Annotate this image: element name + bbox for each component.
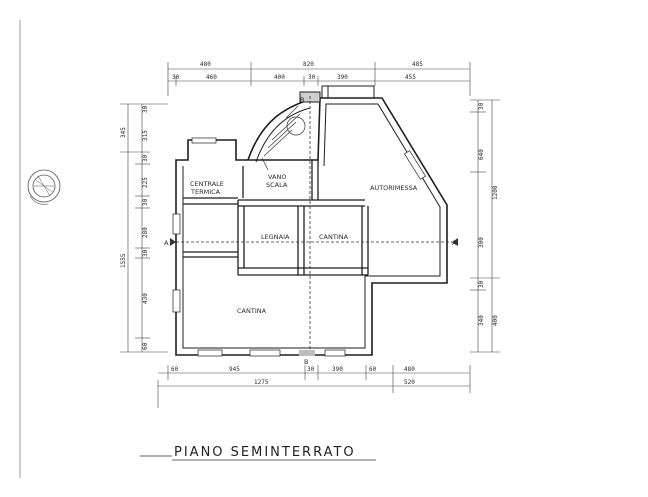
dim-bottom-4: 390 (332, 366, 343, 373)
dim-bottom-row2-1: 1275 (254, 379, 269, 386)
dim-top-row2-6: 455 (405, 74, 416, 81)
plan-title: PIANO SEMINTERRATO (174, 445, 356, 460)
entrance-porch (299, 85, 375, 103)
exterior-walls (175, 97, 448, 356)
dim-top-row2-5: 390 (337, 74, 348, 81)
dim-left-inner-4: 225 (142, 177, 149, 188)
stair-steps (261, 105, 306, 171)
dim-left-outer-2: 1555 (120, 253, 127, 268)
room-label-autorimessa: AUTORIMESSA (370, 184, 418, 192)
interior-walls (183, 160, 369, 276)
dim-right-outer-1: 1200 (492, 185, 499, 200)
dim-left-inner-1: 30 (142, 105, 149, 113)
room-label-cantina-right: CANTINA (319, 233, 349, 241)
dim-right-inner-4: 30 (478, 280, 485, 288)
stamp-seal (27, 169, 61, 205)
room-label-vano-line1: VANO (268, 173, 286, 181)
dim-bottom-6: 480 (404, 366, 415, 373)
dim-right-inner-2: 640 (478, 149, 485, 160)
section-lines (176, 96, 458, 352)
dim-top-2: 820 (303, 61, 314, 68)
section-mark-b-top: B (300, 96, 304, 104)
dim-top-row2-1: 30 (172, 74, 180, 81)
dim-left-inner-9: 60 (142, 342, 149, 350)
room-label-vano-line2: SCALA (266, 181, 288, 189)
dim-left-inner-5: 30 (142, 198, 149, 206)
dim-bottom-1: 60 (171, 366, 179, 373)
dim-top-3: 485 (412, 61, 423, 68)
dim-left-inner-3: 30 (142, 154, 149, 162)
window-openings (172, 137, 426, 357)
dim-left-inner-8: 430 (142, 293, 149, 304)
section-mark-b-bottom: B (304, 358, 308, 366)
dim-top-1: 480 (200, 61, 211, 68)
dimension-lines (120, 62, 500, 408)
dim-bottom-2: 945 (229, 366, 240, 373)
dim-top-row2-3: 400 (274, 74, 285, 81)
dim-right-inner-1: 30 (478, 102, 485, 110)
dim-left-outer-1: 345 (120, 127, 127, 138)
room-label-cantina-main: CANTINA (237, 307, 267, 315)
dim-bottom-row2-2: 520 (404, 379, 415, 386)
dim-bottom-5: 60 (369, 366, 377, 373)
dim-top-row2-2: 460 (206, 74, 217, 81)
dim-right-inner-5: 340 (478, 315, 485, 326)
section-mark-a-right: A (452, 239, 457, 247)
dim-left-inner-2: 315 (142, 130, 149, 141)
dim-left-inner-7: 30 (142, 249, 149, 257)
dim-right-inner-3: 300 (478, 237, 485, 248)
dim-right-outer-2: 400 (492, 315, 499, 326)
dim-top-row2-4: 30 (308, 74, 316, 81)
section-arrows (170, 238, 458, 356)
section-mark-a-left: A (164, 239, 169, 247)
dim-left-inner-6: 280 (142, 227, 149, 238)
room-label-centrale-line1: CENTRALE (190, 180, 224, 188)
room-label-legnaia: LEGNAIA (261, 233, 290, 241)
dim-bottom-3: 30 (307, 366, 315, 373)
room-label-centrale-line2: TERMICA (190, 188, 221, 196)
